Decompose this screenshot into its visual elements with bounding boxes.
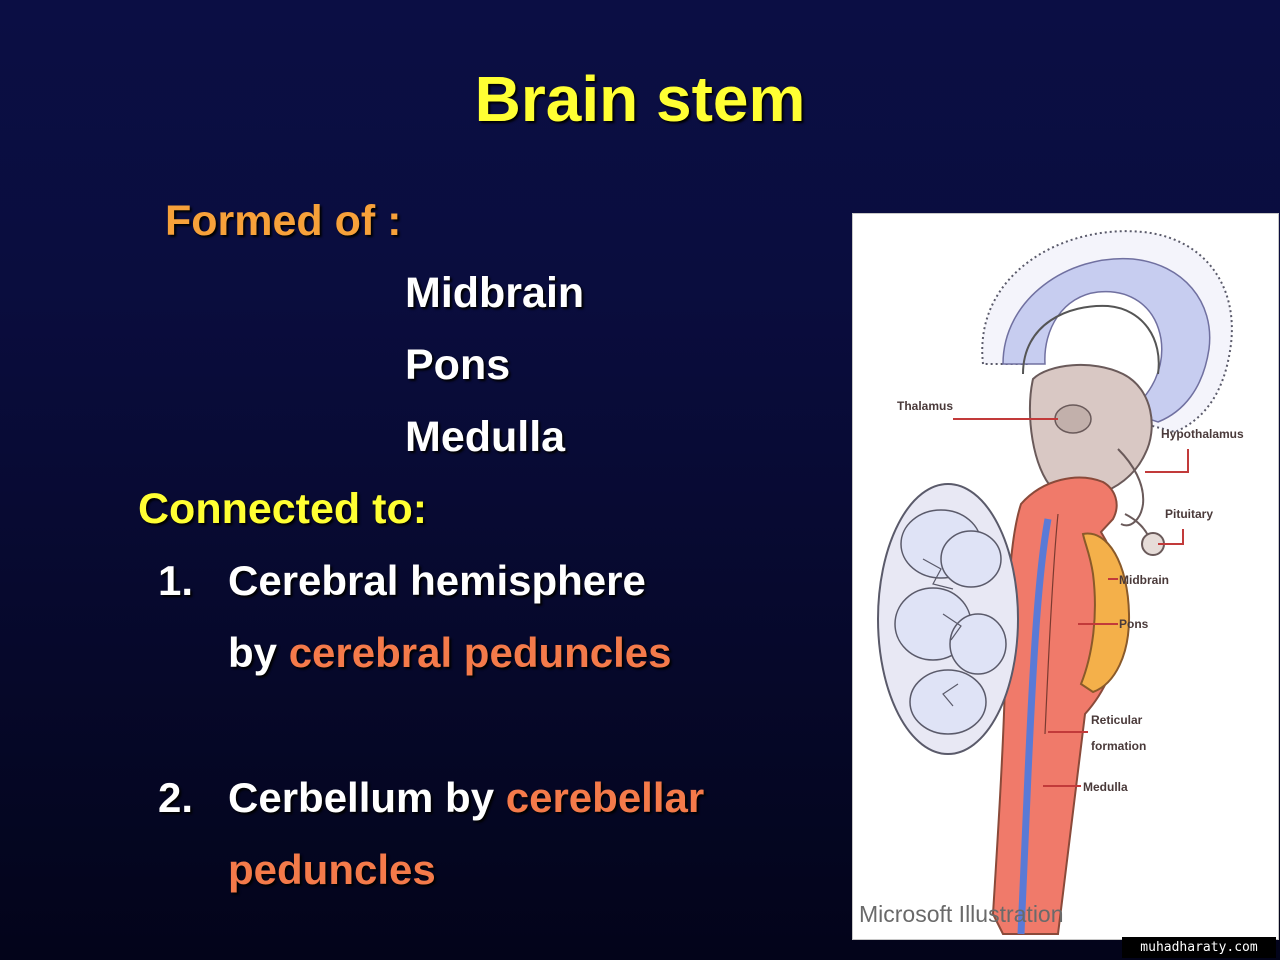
brain-stem-diagram: Thalamus Hypothalamus Pituitary Midbrain… bbox=[859, 230, 1244, 935]
formed-of-item-medulla: Medulla bbox=[405, 413, 566, 461]
lateral-ventricle-shape bbox=[1002, 257, 1211, 423]
illustration-credit: Microsoft Illustration bbox=[859, 901, 1064, 927]
label-pons: Pons bbox=[1119, 617, 1149, 631]
formed-of-item-pons: Pons bbox=[405, 341, 511, 389]
list-number-1: 1. bbox=[158, 557, 194, 604]
thalamus-shape bbox=[1028, 364, 1153, 496]
peduncles-highlight: peduncles bbox=[228, 846, 436, 893]
item-1-by-text: by bbox=[228, 629, 289, 676]
corpus-callosum-line bbox=[1022, 304, 1160, 375]
cerebellar-highlight: cerebellar bbox=[505, 774, 705, 821]
item-2-line-1: Cerbellum by cerebellar bbox=[228, 773, 704, 823]
hypothalamus-outline bbox=[1117, 448, 1145, 527]
item-1-line-1: Cerebral hemisphere bbox=[228, 557, 646, 604]
label-reticular-line1: Reticular bbox=[1091, 713, 1143, 727]
connected-to-heading: Connected to: bbox=[138, 485, 428, 533]
list-number-2: 2. bbox=[158, 774, 194, 821]
label-reticular-line2: formation bbox=[1091, 739, 1146, 753]
cerebellum bbox=[877, 483, 1019, 755]
formed-of-heading: Formed of : bbox=[165, 197, 402, 245]
pituitary-leader bbox=[1158, 529, 1184, 545]
hypothalamus-leader bbox=[1145, 449, 1189, 473]
label-hypothalamus: Hypothalamus bbox=[1161, 427, 1244, 441]
slide-title: Brain stem bbox=[474, 63, 806, 135]
cerebral-peduncles-highlight: cerebral peduncles bbox=[288, 629, 672, 676]
label-medulla: Medulla bbox=[1083, 780, 1128, 794]
site-watermark: muhadharaty.com bbox=[1122, 937, 1276, 958]
formed-of-item-midbrain: Midbrain bbox=[405, 269, 585, 317]
central-canal bbox=[1017, 518, 1052, 935]
brain-stem-illustration: Thalamus Hypothalamus Pituitary Midbrain… bbox=[852, 213, 1279, 940]
label-pituitary: Pituitary bbox=[1165, 507, 1213, 521]
item-2-prefix-text: Cerbellum by bbox=[228, 774, 506, 821]
thalamic-nucleus bbox=[1054, 404, 1092, 434]
pons-shape bbox=[1079, 532, 1131, 694]
item-1-line-2: by cerebral peduncles bbox=[228, 628, 672, 678]
reticular-formation-line bbox=[1044, 513, 1059, 735]
label-thalamus: Thalamus bbox=[897, 399, 953, 413]
label-midbrain: Midbrain bbox=[1119, 573, 1169, 587]
